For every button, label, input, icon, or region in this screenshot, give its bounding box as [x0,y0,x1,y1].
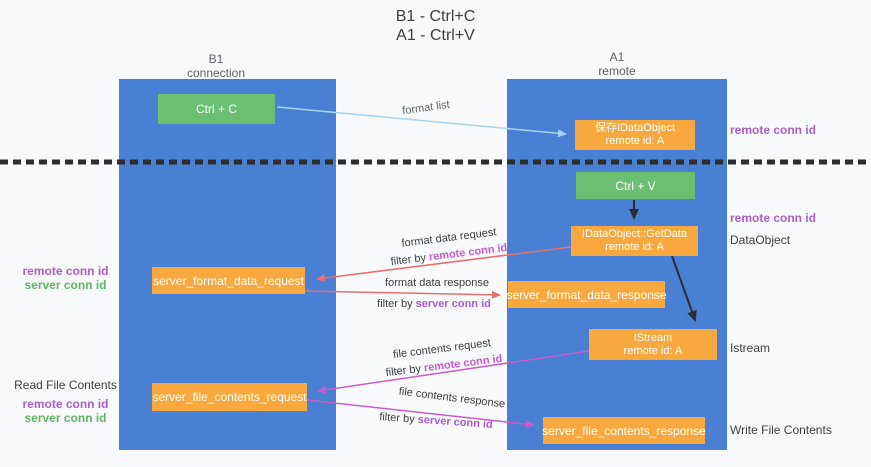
filter-by-text: filter by [377,298,416,310]
server-conn-id-left-bottom: server conn id [24,411,107,425]
istream-annotation: Istream [730,341,771,355]
save-idataobject-remote-id: remote id: A [605,135,665,147]
read-file-contents-annotation: Read File Contents [14,378,117,392]
istream-box: IStream remote id: A [589,329,717,360]
server-conn-id-text: server conn id [415,298,491,310]
server-file-contents-request-box: server_file_contents_request [152,383,307,411]
server-file-contents-response-label: server_file_contents_response [542,423,706,438]
remote-conn-id-annotation-top: remote conn id [730,123,817,137]
server-format-data-response-label: server_format_data_response [506,287,667,302]
server-file-contents-request-label: server_file_contents_request [152,390,307,404]
istream-remote-id: remote id: A [623,344,683,357]
format-data-request-arrow [316,246,572,282]
ctrl-v-box: Ctrl + V [576,172,695,199]
title-line-1: B1 - Ctrl+C [395,8,476,25]
server-conn-id-left-top: server conn id [24,278,107,292]
server-format-data-request-label: server_format_data_request [153,273,304,288]
ctrl-c-label: Ctrl + C [195,102,237,116]
left-conn-ids-top: remote conn id server conn id [3,264,128,292]
ctrl-c-box: Ctrl + C [158,94,275,124]
getdata-remote-id: remote id: A [605,241,664,253]
save-idataobject-label: 保存IDataObject [594,122,676,134]
server-format-data-response-box: server_format_data_response [506,281,667,308]
server-format-data-request-box: server_format_data_request [152,267,305,294]
remote-conn-id-left-top: remote conn id [22,264,109,278]
title-line-2: A1 - Ctrl+V [396,27,475,44]
filter-by-server-conn-id-label-1: filter by server conn id [377,298,491,310]
format-data-response-arrow [304,290,501,299]
file-contents-request-arrow [317,350,590,394]
left-column-header: B1 connection [156,52,276,80]
getdata-to-istream-arrow [671,255,697,322]
ctrl-v-label: Ctrl + V [615,178,656,193]
write-file-contents-annotation: Write File Contents [730,423,832,437]
remote-conn-id-annotation-mid: remote conn id [730,211,817,225]
format-data-response-label: format data response [385,277,489,289]
remote-conn-id-left-bottom: remote conn id [22,397,109,411]
right-column-subtitle: remote [598,64,636,78]
istream-label: IStream [633,331,673,344]
getdata-label: IDataObject::GetData [581,228,688,240]
diagram-title: B1 - Ctrl+C A1 - Ctrl+V [0,7,871,45]
file-contents-response-arrow [306,399,535,429]
left-read-file-block: Read File Contents remote conn id server… [3,378,128,425]
save-idataobject-box: 保存IDataObject remote id: A [575,120,695,150]
dataobject-annotation: DataObject [730,233,791,247]
format-list-arrow [276,106,567,138]
right-column-name: A1 [609,50,625,64]
left-column-subtitle: connection [186,66,246,80]
idataobject-getdata-box: IDataObject::GetData remote id: A [571,226,698,256]
left-column-name: B1 [208,52,224,66]
server-file-contents-response-box: server_file_contents_response [542,417,706,444]
right-column-header: A1 remote [557,50,677,78]
